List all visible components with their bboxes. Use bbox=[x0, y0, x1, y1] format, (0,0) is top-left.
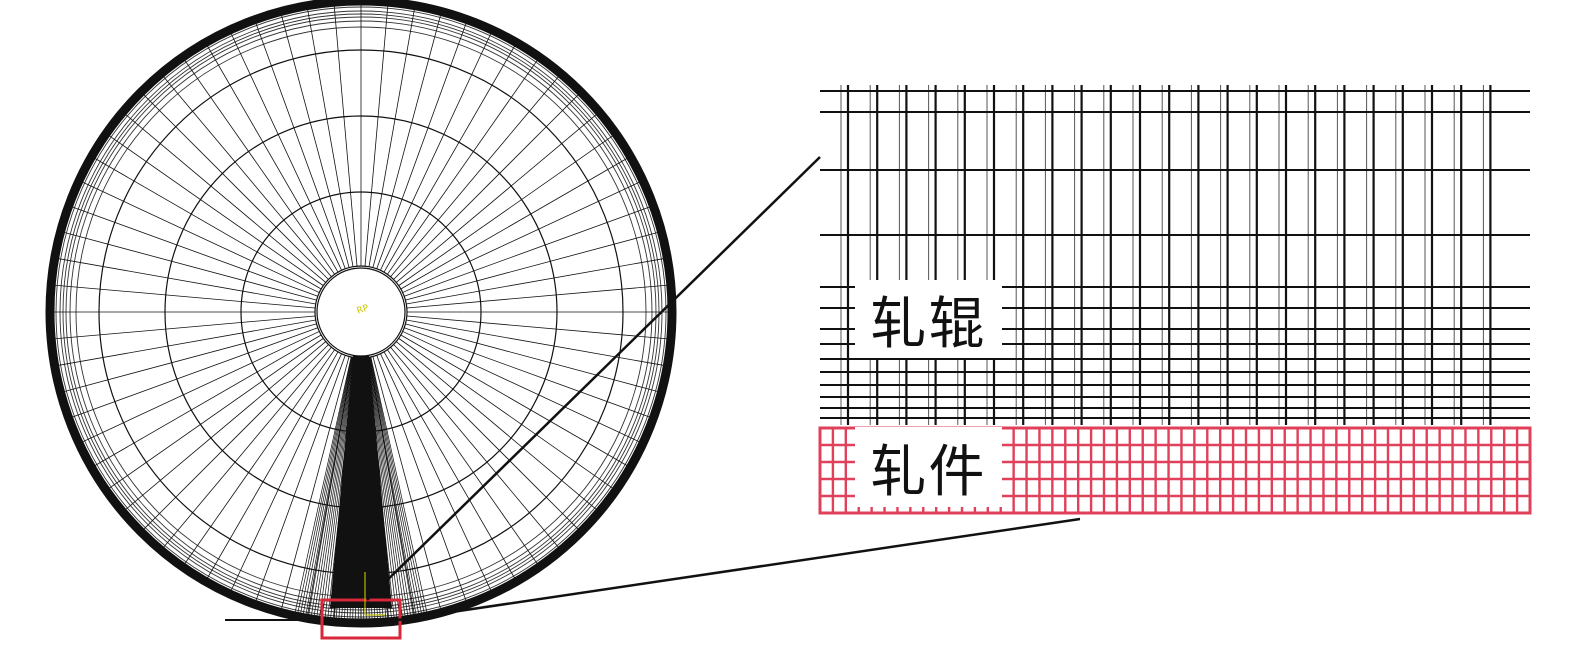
zoom-connector-upper bbox=[366, 156, 821, 601]
roll-radial-line bbox=[372, 356, 441, 609]
roll-radial-line bbox=[406, 284, 667, 309]
roll-radial-line bbox=[405, 232, 658, 301]
zoom-connector-lower bbox=[397, 517, 1081, 622]
roll-refined-radial bbox=[302, 357, 353, 614]
roll-radial-line bbox=[402, 331, 640, 443]
roll-radial-line bbox=[380, 33, 492, 271]
roll-radial-line bbox=[368, 9, 415, 267]
workpiece-label: 轧件 bbox=[855, 427, 1002, 507]
roll-radial-line bbox=[82, 331, 320, 443]
roll-radial-line bbox=[400, 334, 628, 466]
roll-refined-radial bbox=[311, 357, 354, 616]
roll-radial-line bbox=[94, 158, 322, 290]
roll-refined-radial bbox=[308, 357, 354, 615]
roll-radial-line bbox=[395, 114, 597, 283]
roll-refined-radial bbox=[316, 357, 355, 616]
roll-radial-line bbox=[184, 60, 335, 275]
roll-refined-radial bbox=[367, 357, 406, 616]
roll-radial-line bbox=[125, 114, 327, 283]
roll-radial-line bbox=[64, 323, 317, 392]
roll-radial-line bbox=[143, 94, 329, 280]
zoom-roll-mesh bbox=[820, 85, 1530, 425]
roll-label: 轧辊 bbox=[855, 280, 1002, 358]
roll-radial-line bbox=[406, 315, 667, 340]
roll-refined-radial bbox=[300, 357, 353, 614]
roll-radial-line bbox=[58, 319, 316, 366]
roll-radial-line bbox=[406, 319, 664, 366]
roll-radial-line bbox=[376, 355, 467, 601]
roll-radial-line bbox=[207, 45, 339, 273]
roll-radial-line bbox=[163, 346, 332, 548]
roll-refined-radial bbox=[368, 357, 411, 616]
roll-radial-line bbox=[383, 45, 515, 273]
roll-radial-line bbox=[163, 76, 332, 278]
roll-refined-radial bbox=[313, 357, 355, 616]
roll-refined-radial bbox=[297, 356, 352, 613]
roll-radial-line bbox=[402, 181, 640, 293]
roll-refined-radial bbox=[370, 356, 428, 612]
roll-refined-radial bbox=[367, 357, 409, 616]
roll-radial-line bbox=[364, 6, 389, 267]
roll-refined-radial bbox=[368, 357, 417, 615]
roll-radial-line bbox=[383, 351, 515, 579]
roll-radial-line bbox=[125, 341, 327, 510]
roll-radial-line bbox=[404, 327, 650, 418]
roll-refined-radial bbox=[305, 357, 354, 615]
roll-radial-line bbox=[390, 346, 559, 548]
roll-hub bbox=[316, 267, 406, 357]
roll-radial-line bbox=[376, 23, 467, 269]
roll-mesh bbox=[45, 0, 677, 628]
roll-radial-line bbox=[333, 6, 358, 267]
roll-radial-line bbox=[393, 344, 579, 530]
roll-radial-line bbox=[395, 341, 597, 510]
roll-refined-radial bbox=[294, 356, 352, 612]
roll-radial-line bbox=[281, 356, 350, 609]
roll-radial-line bbox=[281, 15, 350, 268]
roll-radial-line bbox=[184, 349, 335, 564]
roll-radial-line bbox=[82, 181, 320, 293]
roll-radial-line bbox=[109, 338, 324, 489]
roll-radial-line bbox=[94, 334, 322, 466]
roll-refined-radial bbox=[370, 356, 425, 613]
roll-radial-line bbox=[72, 327, 318, 418]
roll-radial-line bbox=[207, 351, 339, 579]
roll-radial-line bbox=[406, 258, 664, 305]
roll-refined-radial bbox=[369, 357, 422, 614]
roll-radial-line bbox=[255, 355, 346, 601]
roll-radial-line bbox=[55, 315, 316, 340]
roll-radial-line bbox=[398, 338, 613, 489]
roll-radial-line bbox=[380, 353, 492, 591]
roll-radial-line bbox=[64, 232, 317, 301]
roll-radial-line bbox=[405, 323, 658, 392]
roll-radial-line bbox=[55, 284, 316, 309]
roll-radial-line bbox=[404, 206, 650, 297]
roll-radial-line bbox=[230, 33, 342, 271]
roll-radial-line bbox=[400, 158, 628, 290]
roll-radial-line bbox=[109, 135, 324, 286]
roll-radial-line bbox=[72, 206, 318, 297]
roll-radial-line bbox=[387, 60, 538, 275]
roll-refined-radial bbox=[368, 357, 414, 615]
roll-radial-line bbox=[372, 15, 441, 268]
roll-radial-line bbox=[58, 258, 316, 305]
roll-radial-line bbox=[230, 353, 342, 591]
roll-radial-line bbox=[398, 135, 613, 286]
roll-radial-line bbox=[390, 76, 559, 278]
roll-radial-line bbox=[307, 9, 354, 267]
roll-radial-line bbox=[255, 23, 346, 269]
roll-radial-line bbox=[143, 344, 329, 530]
axis-marker bbox=[364, 572, 385, 616]
roll-refined-wedge bbox=[330, 356, 392, 608]
roll-radial-line bbox=[387, 349, 538, 564]
roll-radial-line bbox=[393, 94, 579, 280]
roll-refined-radial bbox=[369, 357, 420, 614]
